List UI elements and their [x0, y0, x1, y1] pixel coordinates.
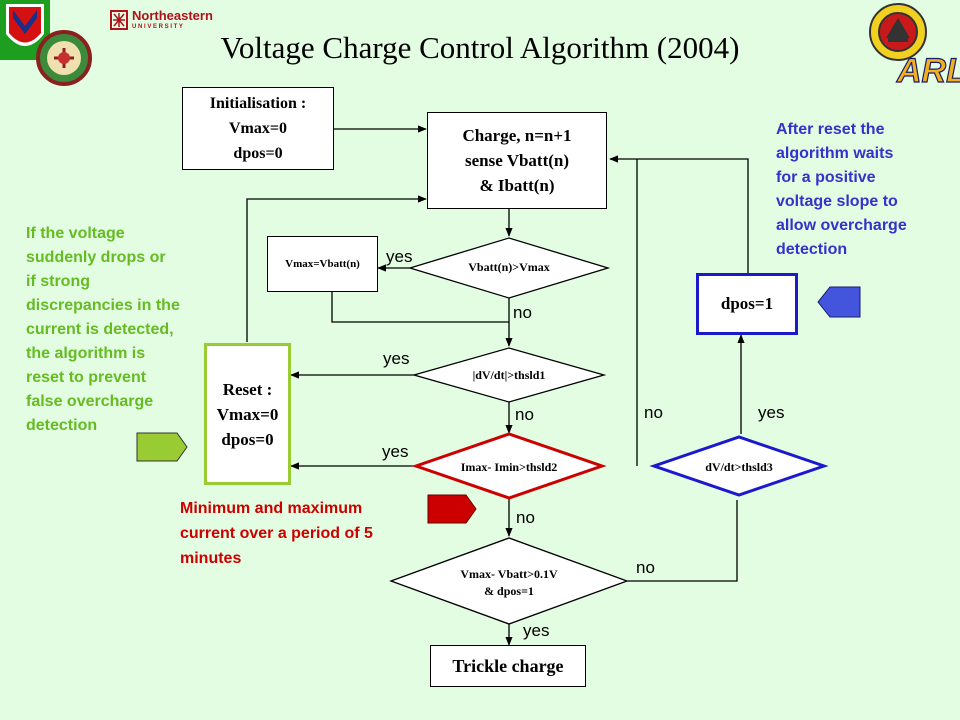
d4-line-2: & dpos=1	[484, 584, 534, 598]
d5-no-label: no	[644, 403, 663, 422]
d1-no-label: no	[513, 303, 532, 322]
reset-line-2: Vmax=0	[216, 404, 279, 424]
d4-no-label: no	[636, 558, 655, 577]
right-note-line: After reset the	[776, 121, 885, 138]
d2-label: |dV/dt|>thsld1	[472, 368, 546, 382]
decision-d3	[411, 432, 607, 500]
reset-to-charge-line	[246, 195, 427, 342]
init-line-3: dpos=0	[233, 145, 283, 162]
reset-box: Reset : Vmax=0 dpos=0	[204, 343, 291, 485]
arl-logo: ARL	[895, 48, 960, 90]
left-note: If the voltage suddenly drops or if stro…	[26, 222, 216, 438]
right-note-line: for a positive	[776, 169, 876, 186]
tank-automotive-logo	[866, 2, 930, 62]
arl-text: ARL	[896, 52, 960, 90]
reset-line-1: Reset :	[222, 379, 273, 399]
d2-yes-label: yes	[383, 349, 410, 368]
trickle-charge-box: Trickle charge	[430, 645, 586, 687]
charge-box: Charge, n=n+1 sense Vbatt(n) & Ibatt(n)	[427, 112, 607, 209]
decision-d1	[407, 237, 611, 299]
d3-no-label: no	[516, 508, 535, 527]
bottom-note-line: current over a period of 5	[180, 525, 373, 542]
init-line-1: Initialisation :	[209, 95, 307, 112]
charge-line-1: Charge, n=n+1	[462, 126, 572, 145]
charge-line-2: sense Vbatt(n)	[464, 151, 570, 170]
bottom-note-line: Minimum and maximum	[180, 500, 363, 517]
decision-d5	[649, 435, 829, 497]
decision-d2	[411, 347, 607, 403]
arsenal-seal-logo	[36, 26, 92, 86]
right-note: After reset the algorithm waits for a po…	[776, 118, 956, 262]
reset-line-3: dpos=0	[221, 429, 274, 449]
dpos-to-charge-line	[609, 155, 749, 273]
page-title: Voltage Charge Control Algorithm (2004)	[220, 30, 740, 65]
left-note-line: current is detected,	[26, 321, 174, 338]
left-note-line: detection	[26, 417, 98, 434]
northeastern-name: Northeastern	[132, 8, 213, 23]
d5-label: dV/dt>thsld3	[705, 460, 773, 474]
d1-label: Vbatt(n)>Vmax	[468, 260, 550, 274]
left-note-line: discrepancies in the	[26, 297, 180, 314]
d4-yes-label: yes	[523, 621, 550, 640]
d4-label: Vmax- Vbatt>0.1V & dpos=1	[420, 566, 598, 600]
northeastern-logo: Northeastern U N I V E R S I T Y	[110, 8, 240, 38]
right-note-pointer-icon	[817, 286, 861, 318]
left-note-pointer-icon	[136, 432, 188, 462]
charge-line-3: & Ibatt(n)	[479, 176, 555, 195]
decision-d4	[389, 537, 629, 625]
right-note-line: voltage slope to	[776, 193, 898, 210]
init-box: Initialisation : Vmax=0 dpos=0	[182, 87, 334, 170]
left-note-line: false overcharge	[26, 393, 154, 410]
army-materiel-command-logo	[0, 0, 50, 60]
left-note-line: If the voltage	[26, 225, 125, 242]
d3-yes-label: yes	[382, 442, 409, 461]
left-note-line: if strong	[26, 273, 90, 290]
d3-label: Imax- Imin>thsld2	[460, 460, 558, 474]
d4-no-line	[627, 500, 738, 582]
right-note-line: detection	[776, 241, 848, 258]
init-line-2: Vmax=0	[229, 120, 287, 137]
bottom-note-pointer-icon	[427, 494, 477, 524]
bottom-note: Minimum and maximum current over a perio…	[180, 496, 430, 571]
d4-line-1: Vmax- Vbatt>0.1V	[460, 567, 558, 581]
right-note-line: algorithm waits	[776, 145, 894, 162]
d5-yes-label: yes	[758, 403, 785, 422]
left-note-line: suddenly drops or	[26, 249, 166, 266]
left-note-line: the algorithm is	[26, 345, 146, 362]
bottom-note-line: minutes	[180, 550, 242, 567]
d2-no-label: no	[515, 405, 534, 424]
left-note-line: reset to prevent	[26, 369, 147, 386]
dpos-box: dpos=1	[696, 273, 798, 335]
d1-yes-label: yes	[386, 247, 413, 266]
vmax-set-box: Vmax=Vbatt(n)	[267, 236, 378, 292]
northeastern-subtitle: U N I V E R S I T Y	[132, 24, 183, 30]
vmaxset-return-line	[331, 292, 509, 323]
right-note-line: allow overcharge	[776, 217, 907, 234]
